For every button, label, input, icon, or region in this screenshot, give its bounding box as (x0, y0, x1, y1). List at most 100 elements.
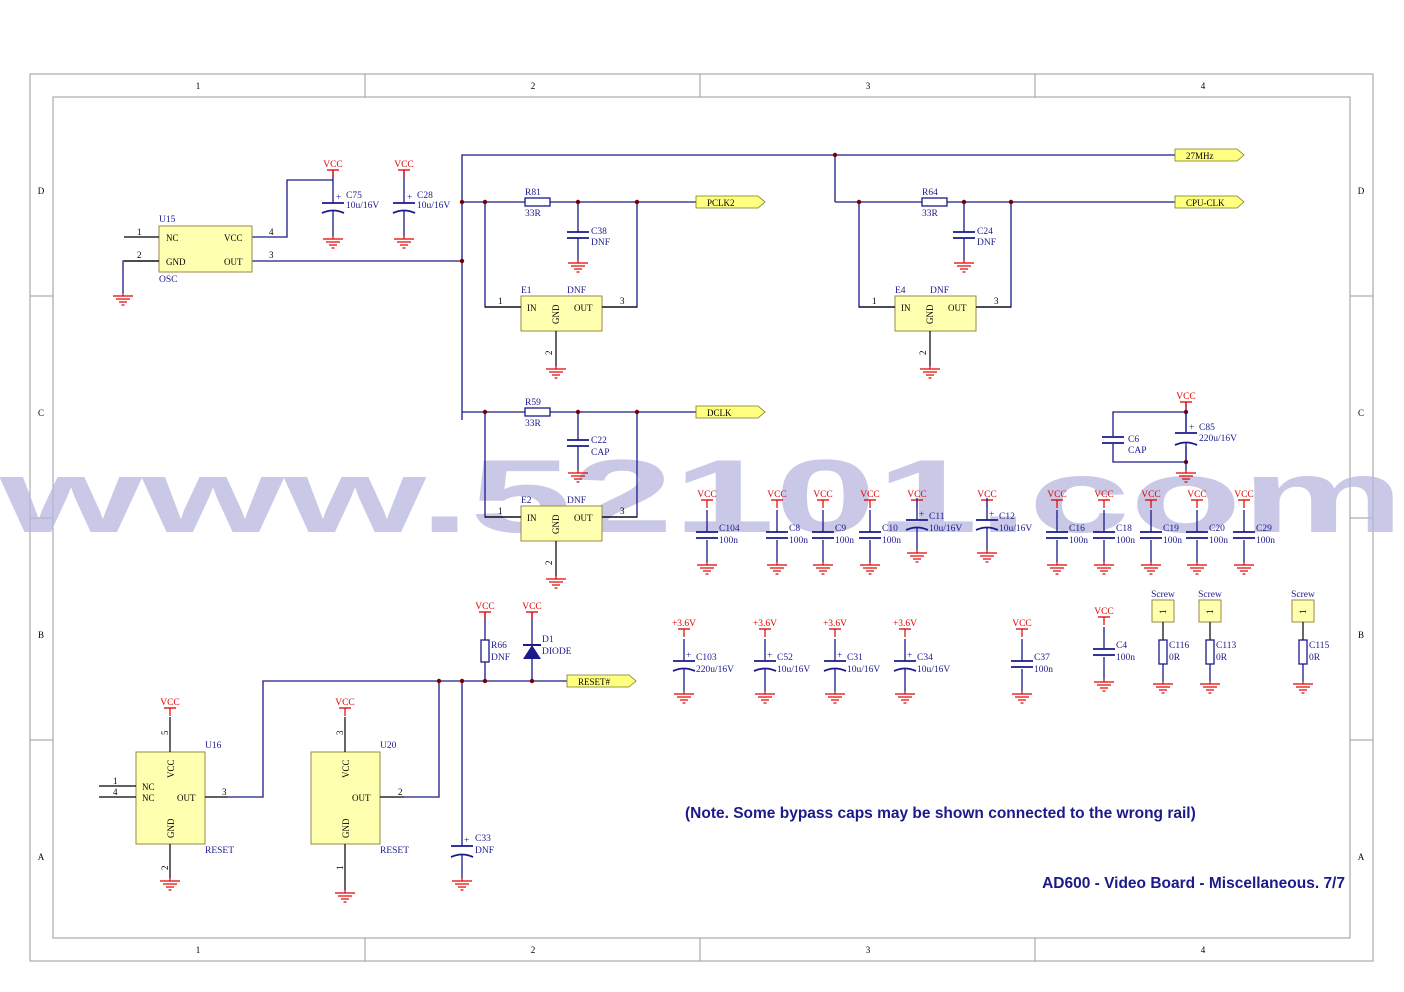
gnd-e1 (546, 366, 566, 379)
c16-capacitor-ref: C16 (1069, 524, 1085, 534)
c12-capacitor-value: 10u/16V (999, 524, 1032, 534)
svg-text:R66: R66 (491, 641, 507, 651)
c8-capacitor-ground (767, 562, 787, 575)
svg-text:C38: C38 (591, 227, 607, 237)
c19-capacitor-ref: C19 (1163, 524, 1179, 534)
c29-capacitor-ground (1234, 562, 1254, 575)
c52-capacitor-ref: C52 (777, 653, 793, 663)
c85-capacitor[interactable]: + C85 220u/16V (1174, 402, 1237, 470)
sheet-frame (29, 73, 1374, 962)
c75-capacitor[interactable]: + C75 10u/16V (321, 170, 379, 236)
c20-capacitor-ground (1187, 562, 1207, 575)
c4-capacitor-ground (1094, 679, 1114, 692)
port-pclk2[interactable]: PCLK2 (695, 195, 766, 209)
port-cpu-clk[interactable]: CPU-CLK (1174, 195, 1245, 209)
r64-resistor[interactable]: R64 33R (921, 188, 948, 219)
c11-capacitor-ref: C11 (929, 512, 945, 522)
zone-row-D-left: D (38, 186, 45, 196)
svg-text:RESET: RESET (380, 846, 409, 856)
c31-capacitor-ref: C31 (847, 653, 863, 663)
vcc-c12-label: VCC (977, 490, 997, 500)
svg-text:R59: R59 (525, 398, 541, 408)
e1-filter[interactable]: E1 DNF IN OUT GND 1 3 2 (485, 286, 637, 366)
vcc-c9: VCC (813, 490, 833, 508)
svg-text:GND: GND (166, 818, 176, 838)
svg-text:3: 3 (620, 506, 625, 516)
u15-type: OSC (159, 275, 177, 285)
v36-c52: +3.6V (753, 619, 777, 637)
svg-text:2: 2 (137, 250, 142, 260)
u15-oscillator[interactable]: U15 OSC NC GND VCC OUT 1 2 4 3 (124, 215, 274, 285)
svg-text:GND: GND (551, 514, 561, 534)
c103-capacitor-ref: C103 (696, 653, 717, 663)
screw-pin: 1 (1205, 610, 1215, 615)
vcc-c20-label: VCC (1187, 490, 1207, 500)
svg-text:+: + (907, 651, 912, 661)
svg-text:2: 2 (398, 787, 403, 797)
vcc-c10: VCC (860, 490, 880, 508)
c33-capacitor[interactable]: + C33 DNF (450, 834, 494, 878)
junctions (436, 152, 1189, 684)
c28-capacitor[interactable]: + C28 10u/16V (392, 170, 450, 236)
svg-text:2: 2 (160, 866, 170, 871)
c24-capacitor[interactable]: C24 DNF (953, 227, 996, 260)
c22-capacitor[interactable]: C22 CAP (567, 436, 609, 470)
zone-row-D-right: D (1358, 186, 1365, 196)
svg-text:4: 4 (113, 787, 118, 797)
port-27mhz[interactable]: 27MHz (1174, 148, 1245, 162)
sheet-title: AD600 - Video Board - Miscellaneous. 7/7 (1042, 875, 1345, 892)
svg-text:PCLK2: PCLK2 (707, 198, 735, 208)
svg-text:1: 1 (498, 506, 503, 516)
r59-resistor[interactable]: R59 33R (524, 398, 551, 429)
port-reset[interactable]: RESET# (566, 674, 637, 688)
v36-c52-label: +3.6V (753, 619, 777, 629)
watermark: www.52101.com (0, 439, 1404, 555)
c38-capacitor[interactable]: C38 DNF (567, 227, 610, 260)
e4-filter[interactable]: E4 DNF IN OUT GND 1 3 2 (859, 286, 1011, 366)
c4-capacitor-value: 100n (1116, 653, 1135, 663)
u20-reset-ic[interactable]: U20 RESET OUT VCC GND 2 3 1 (310, 717, 409, 890)
svg-text:+: + (919, 510, 924, 520)
svg-text:E2: E2 (521, 496, 532, 506)
u16-reset-ic[interactable]: U16 RESET NC NC OUT VCC GND 1 4 3 5 2 (99, 717, 234, 878)
svg-text:IN: IN (527, 513, 537, 523)
svg-text:1: 1 (137, 227, 142, 237)
zone-row-C-left: C (38, 408, 44, 418)
c103-capacitor-ground (674, 691, 694, 704)
svg-text:U20: U20 (380, 741, 397, 751)
c6-capacitor[interactable]: C6 CAP (1102, 435, 1146, 456)
port-dclk[interactable]: DCLK (695, 405, 766, 419)
e2-filter[interactable]: E2 DNF IN OUT GND 1 3 2 (485, 496, 637, 576)
screw-label: Screw (1291, 590, 1315, 600)
gnd-u16 (160, 878, 180, 891)
svg-text:CAP: CAP (1128, 446, 1146, 456)
r81-resistor[interactable]: R81 33R (524, 188, 551, 219)
vcc-u16: VCC (160, 698, 180, 716)
screw-pin: 1 (1298, 610, 1308, 615)
c31-capacitor-value: 10u/16V (847, 665, 880, 675)
svg-text:C33: C33 (475, 834, 491, 844)
vcc-c29: VCC (1234, 490, 1254, 508)
d1-diode[interactable]: D1 DIODE (523, 612, 572, 659)
c18-capacitor-value: 100n (1116, 536, 1135, 546)
